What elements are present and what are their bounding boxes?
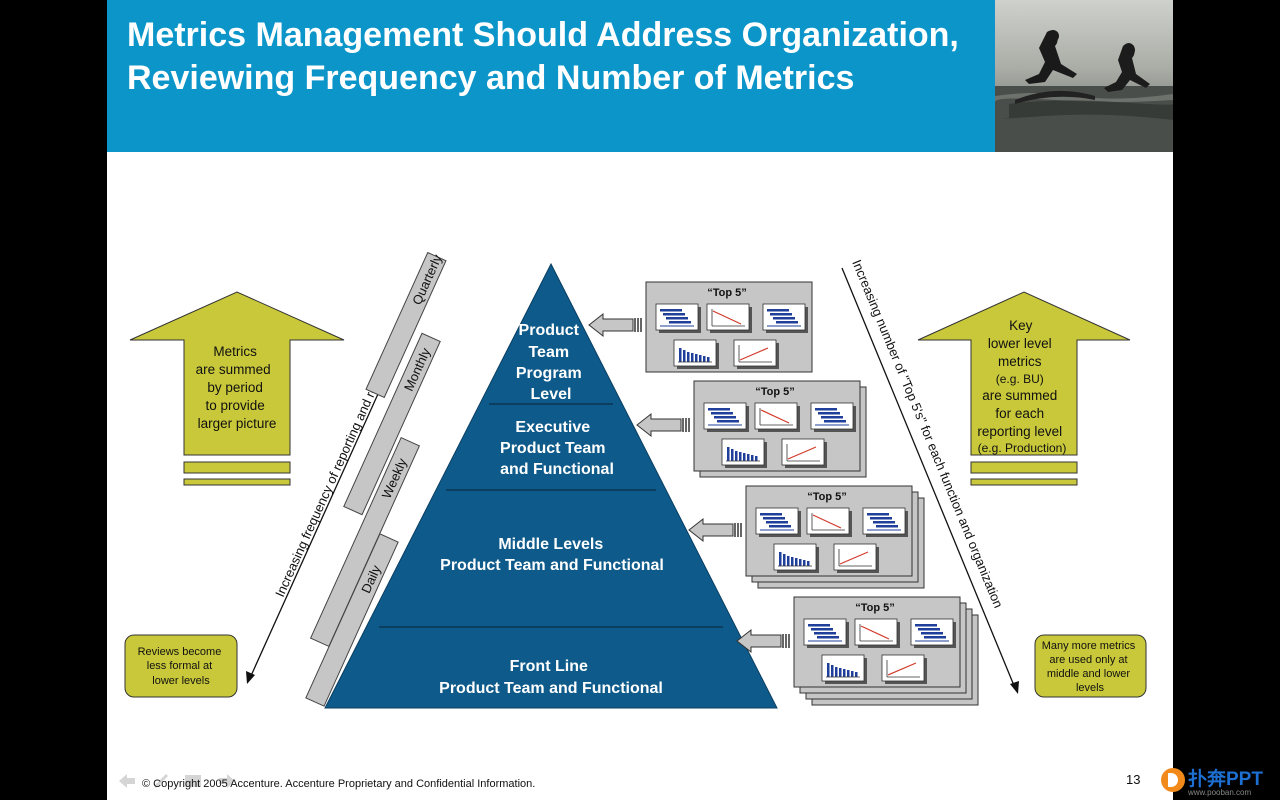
page-number: 13 xyxy=(1126,772,1141,787)
top5-stack: “Top 5” xyxy=(736,596,979,706)
mini-chart-thumbnail xyxy=(810,402,856,432)
mini-chart-thumbnail xyxy=(854,618,900,648)
top5-stack: “Top 5” xyxy=(688,485,925,589)
mini-chart-thumbnail xyxy=(803,618,849,648)
organization-pyramid: Product Team Program Level Executive Pro… xyxy=(324,262,778,709)
pointer-arrow xyxy=(688,517,742,543)
nav-forward-icon[interactable] xyxy=(219,774,235,788)
metrics-diagram: Metrics are summed by period to provide … xyxy=(124,252,1147,709)
mini-chart-thumbnail xyxy=(721,438,767,468)
mini-chart-thumbnail xyxy=(881,654,927,684)
mini-chart-thumbnail xyxy=(706,303,752,333)
mini-chart-thumbnail xyxy=(754,402,800,432)
mini-chart-thumbnail xyxy=(910,618,956,648)
pointer-arrow xyxy=(636,412,690,438)
rowers-photo xyxy=(995,0,1173,152)
mini-chart-thumbnail xyxy=(762,303,808,333)
mini-chart-thumbnail xyxy=(673,339,719,369)
freq-bar-weekly: Weekly xyxy=(309,436,421,648)
pyramid-level-middle: Middle Levels Product Team and Functiona… xyxy=(440,536,664,574)
mini-chart-thumbnail xyxy=(806,507,852,537)
mini-chart-thumbnail xyxy=(755,507,801,537)
mini-chart-thumbnail xyxy=(862,507,908,537)
frequency-bars: Quarterly Monthly Weekly Daily xyxy=(305,252,447,707)
mini-chart-thumbnail xyxy=(781,438,827,468)
pointer-arrow xyxy=(736,628,790,654)
top5-stack: “Top 5” xyxy=(636,380,867,478)
nav-menu-icon[interactable] xyxy=(185,775,201,787)
reviews-less-formal-note: Reviews become less formal at lower leve… xyxy=(124,634,238,698)
summed-by-period-arrow: Metrics are summed by period to provide … xyxy=(129,291,345,486)
slide: Metrics Management Should Address Organi… xyxy=(107,0,1173,800)
freq-bar-monthly: Monthly xyxy=(343,332,441,516)
top5-card-stacks: “Top 5” “Top 5” “Top 5” “Top 5” xyxy=(588,281,979,706)
pyramid-level-frontline: Front Line Product Team and Functional xyxy=(439,658,663,697)
mini-chart-thumbnail xyxy=(773,543,819,573)
key-metrics-summed-arrow: Key lower level metrics (e.g. BU) are su… xyxy=(917,291,1131,486)
watermark-brand: 扑奔PPT xyxy=(1188,769,1263,790)
top5-card: “Top 5” xyxy=(645,281,813,373)
left-arrow-text: Metrics are summed by period to provide … xyxy=(196,344,277,431)
pyramid-level-program: Product Team Program Level xyxy=(516,322,586,403)
more-metrics-note: Many more metrics are used only at middl… xyxy=(1034,634,1147,698)
left-note-text: Reviews become less formal at lower leve… xyxy=(138,646,225,687)
top5-card: “Top 5” xyxy=(793,596,961,688)
right-note-text: Many more metrics are used only at middl… xyxy=(1042,640,1139,694)
top5-label: “Top 5” xyxy=(707,287,747,299)
pooban-watermark: 扑奔PPT www.pooban.com xyxy=(1158,762,1280,800)
top5-stack: “Top 5” xyxy=(588,281,813,373)
watermark-url: www.pooban.com xyxy=(1188,788,1252,797)
pointer-arrow xyxy=(588,312,642,338)
copyright-footer: © Copyright 2005 Accenture. Accenture Pr… xyxy=(142,778,536,790)
mini-chart-thumbnail xyxy=(703,402,749,432)
top5-card: “Top 5” xyxy=(693,380,861,472)
pooban-logo-icon xyxy=(1161,768,1185,792)
slide-title: Metrics Management Should Address Organi… xyxy=(127,16,959,97)
top5-label: “Top 5” xyxy=(855,602,895,614)
title-banner: Metrics Management Should Address Organi… xyxy=(107,0,995,152)
nav-back-icon[interactable] xyxy=(119,774,135,788)
nav-pen-icon[interactable] xyxy=(153,773,169,789)
slide-nav-controls xyxy=(119,773,235,789)
top5-label: “Top 5” xyxy=(807,491,847,503)
mini-chart-thumbnail xyxy=(733,339,779,369)
mini-chart-thumbnail xyxy=(821,654,867,684)
mini-chart-thumbnail xyxy=(833,543,879,573)
right-arrow-text: Key lower level metrics (e.g. BU) are su… xyxy=(977,317,1066,455)
mini-chart-thumbnail xyxy=(655,303,701,333)
top5-label: “Top 5” xyxy=(755,386,795,398)
top5-card: “Top 5” xyxy=(745,485,913,577)
pyramid-level-executive: Executive Product Team and Functional xyxy=(500,419,614,478)
